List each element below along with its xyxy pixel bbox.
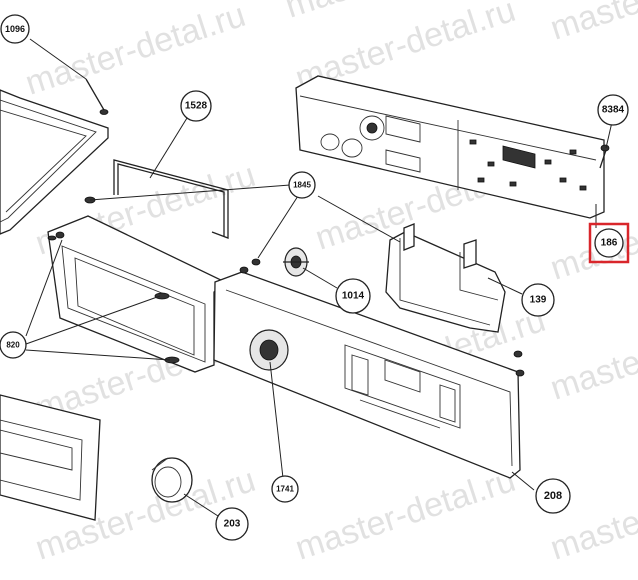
leader-lines — [25, 38, 613, 517]
callout-186: 186 — [588, 222, 630, 264]
callout-820: 820 — [0, 331, 27, 359]
callout-label: 203 — [224, 519, 241, 530]
watermark: master-detal.ru — [546, 0, 638, 48]
screws-820 — [55, 231, 65, 239]
callout-label: 820 — [6, 341, 20, 350]
highlight-box — [588, 222, 630, 264]
watermark: master-detal.ru — [21, 0, 250, 103]
dispenser-drawer — [0, 394, 101, 521]
watermark: master-detal.ru — [546, 301, 638, 408]
callout-139: 139 — [521, 283, 555, 317]
callout-label: 1528 — [185, 101, 208, 112]
control-panel-208 — [213, 266, 525, 479]
screw-8384 — [599, 144, 610, 169]
callout-label: 1096 — [5, 24, 25, 34]
callout-208: 208 — [535, 478, 571, 514]
callout-label: 208 — [544, 490, 562, 502]
bracket-139 — [385, 223, 523, 358]
callout-label: 1014 — [342, 291, 365, 302]
callout-1528: 1528 — [180, 90, 212, 122]
callout-label: 139 — [530, 295, 547, 306]
screw-1096 — [85, 78, 109, 115]
callout-8384: 8384 — [597, 94, 629, 126]
callout-label: 186 — [601, 238, 618, 249]
watermark: master-detal.ru — [546, 461, 638, 568]
callout-1096: 1096 — [0, 14, 30, 44]
callout-1741: 1741 — [271, 475, 299, 503]
callout-label: 8384 — [602, 105, 625, 116]
knob-203 — [151, 457, 193, 503]
top-panel-frame — [0, 89, 109, 235]
callout-1014: 1014 — [335, 278, 371, 314]
callout-label: 1845 — [293, 181, 311, 190]
pcb-components — [469, 139, 587, 191]
callout-1845: 1845 — [288, 171, 316, 199]
callout-203: 203 — [215, 507, 249, 541]
callout-label: 1741 — [276, 485, 294, 494]
pcb-module-186 — [295, 75, 605, 219]
dispenser-frame — [47, 215, 227, 373]
watermark: master-detal.ru — [291, 461, 520, 568]
part-1014 — [283, 247, 309, 277]
